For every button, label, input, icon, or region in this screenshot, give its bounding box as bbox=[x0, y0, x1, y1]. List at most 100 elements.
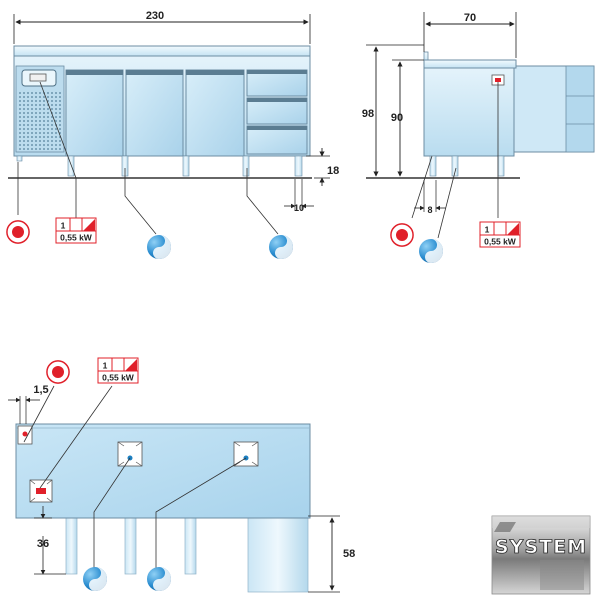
front-power-count: 1 bbox=[61, 221, 66, 231]
grille-vent-hole bbox=[27, 100, 29, 102]
grille-vent-hole bbox=[43, 140, 45, 142]
grille-vent-hole bbox=[51, 140, 53, 142]
system-logo: SYSTEM bbox=[491, 515, 591, 595]
grille-vent-hole bbox=[19, 116, 21, 118]
grille-vent-hole bbox=[51, 92, 53, 94]
grille-vent-hole bbox=[55, 132, 57, 134]
side-offset-label: 8 bbox=[427, 205, 432, 215]
grille-vent-hole bbox=[31, 124, 33, 126]
grille-vent-hole bbox=[59, 136, 61, 138]
front-view: 230 18 10 1 0,55 kW bbox=[6, 10, 339, 259]
grille-vent-hole bbox=[51, 124, 53, 126]
grille-vent-hole bbox=[23, 148, 25, 150]
grille-vent-hole bbox=[59, 108, 61, 110]
water-connection-icon bbox=[269, 235, 293, 259]
plan-view: 1,5 36 58 1 0,55 kW bbox=[8, 357, 355, 593]
grille-vent-hole bbox=[35, 132, 37, 134]
control-display bbox=[29, 73, 47, 82]
grille-vent-hole bbox=[43, 100, 45, 102]
grille-vent-hole bbox=[27, 144, 29, 146]
grille-vent-hole bbox=[19, 128, 21, 130]
foot-offset-label: 10 bbox=[294, 203, 304, 213]
logo-text: SYSTEM bbox=[495, 536, 587, 558]
grille-vent-hole bbox=[39, 136, 41, 138]
side-leader-electric bbox=[411, 155, 433, 219]
front-drawer-3-handle bbox=[247, 126, 307, 130]
grille-vent-hole bbox=[39, 108, 41, 110]
grille-vent-hole bbox=[35, 148, 37, 150]
grille-vent-hole bbox=[55, 120, 57, 122]
grille-vent-hole bbox=[55, 136, 57, 138]
grille-vent-hole bbox=[55, 92, 57, 94]
grille-vent-hole bbox=[35, 124, 37, 126]
grille-vent-hole bbox=[47, 128, 49, 130]
grille-vent-hole bbox=[35, 96, 37, 98]
water-connection-icon bbox=[83, 567, 107, 591]
grille-vent-hole bbox=[55, 148, 57, 150]
grille-vent-hole bbox=[43, 124, 45, 126]
grille-vent-hole bbox=[39, 132, 41, 134]
grille-vent-hole bbox=[43, 116, 45, 118]
grille-vent-hole bbox=[59, 144, 61, 146]
grille-vent-hole bbox=[47, 140, 49, 142]
drain-outlet-icon bbox=[117, 441, 143, 467]
front-leg-2 bbox=[67, 155, 75, 177]
grille-vent-hole bbox=[23, 140, 25, 142]
grille-vents bbox=[19, 92, 61, 150]
grille-vent-hole bbox=[35, 140, 37, 142]
grille-vent-hole bbox=[55, 96, 57, 98]
grille-vent-hole bbox=[39, 120, 41, 122]
grille-vent-hole bbox=[39, 144, 41, 146]
front-width-label: 230 bbox=[146, 10, 164, 22]
grille-vent-hole bbox=[59, 96, 61, 98]
grille-vent-hole bbox=[35, 104, 37, 106]
grille-vent-hole bbox=[23, 120, 25, 122]
front-leader-water-2 bbox=[246, 168, 279, 235]
plan-top-surface bbox=[15, 423, 311, 519]
front-drawer-1 bbox=[246, 69, 308, 97]
grille-vent-hole bbox=[23, 96, 25, 98]
grille-vent-hole bbox=[31, 144, 33, 146]
side-drawer-front bbox=[565, 65, 595, 153]
grille-vent-hole bbox=[27, 108, 29, 110]
grille-vent-hole bbox=[47, 96, 49, 98]
grille-vent-hole bbox=[23, 124, 25, 126]
grille-vent-hole bbox=[31, 148, 33, 150]
front-door-1 bbox=[65, 69, 124, 157]
grille-vent-hole bbox=[43, 148, 45, 150]
grille-vent-hole bbox=[47, 124, 49, 126]
grille-vent-hole bbox=[23, 128, 25, 130]
grille-vent-hole bbox=[35, 128, 37, 130]
grille-vent-hole bbox=[27, 92, 29, 94]
side-view: 70 98 90 8 1 0,55 kW bbox=[362, 12, 595, 263]
grille-vent-hole bbox=[51, 104, 53, 106]
side-power-count: 1 bbox=[485, 225, 490, 235]
side-leg-2 bbox=[451, 155, 459, 177]
plan-leg-2 bbox=[124, 517, 137, 575]
grille-vent-hole bbox=[31, 112, 33, 114]
grille-vent-hole bbox=[55, 116, 57, 118]
front-leader-water-1 bbox=[124, 168, 157, 235]
grille-vent-hole bbox=[23, 104, 25, 106]
front-door-3-handle bbox=[186, 70, 244, 75]
power-rating-icon bbox=[125, 359, 137, 371]
grille-vent-hole bbox=[19, 104, 21, 106]
power-rating-icon bbox=[83, 219, 95, 231]
grille-vent-hole bbox=[35, 100, 37, 102]
grille-vent-hole bbox=[39, 92, 41, 94]
grille-vent-hole bbox=[23, 108, 25, 110]
plan-drawer-extension bbox=[247, 517, 309, 593]
grille-vent-hole bbox=[27, 128, 29, 130]
grille-vent-hole bbox=[59, 92, 61, 94]
grille-vent-hole bbox=[39, 96, 41, 98]
grille-vent-hole bbox=[27, 112, 29, 114]
grille-vent-hole bbox=[31, 128, 33, 130]
grille-vent-hole bbox=[31, 116, 33, 118]
power-rating-badge: 1 0,55 kW bbox=[479, 221, 521, 248]
side-leader-water bbox=[437, 167, 457, 239]
front-countertop bbox=[13, 45, 311, 57]
side-leg-1 bbox=[429, 155, 437, 177]
grille-vent-hole bbox=[47, 144, 49, 146]
plan-connection-box-bottom bbox=[29, 479, 53, 503]
grille-vent-hole bbox=[39, 140, 41, 142]
